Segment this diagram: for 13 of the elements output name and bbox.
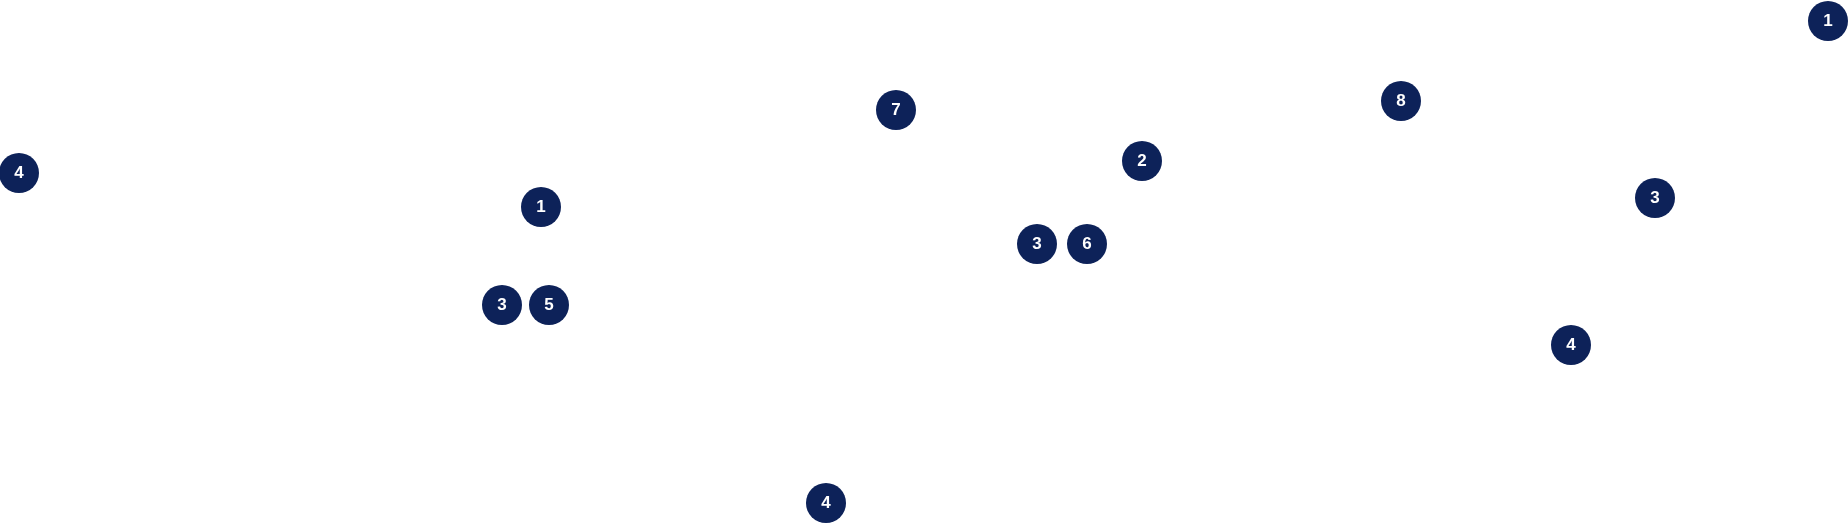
callout-number: 1: [521, 187, 561, 227]
callout-number: 3: [1635, 178, 1675, 218]
callout-number: 6: [1067, 224, 1107, 264]
callout-number: 4: [806, 483, 846, 523]
callout-number: 3: [1017, 224, 1057, 264]
callout-number: 1: [1808, 1, 1848, 41]
callout-number: 7: [876, 90, 916, 130]
callout-number: 4: [1551, 325, 1591, 365]
callout-number: 3: [482, 285, 522, 325]
callout-number: 5: [529, 285, 569, 325]
callout-number: 2: [1122, 141, 1162, 181]
callout-number: 8: [1381, 81, 1421, 121]
callout-number: 4: [0, 153, 39, 193]
